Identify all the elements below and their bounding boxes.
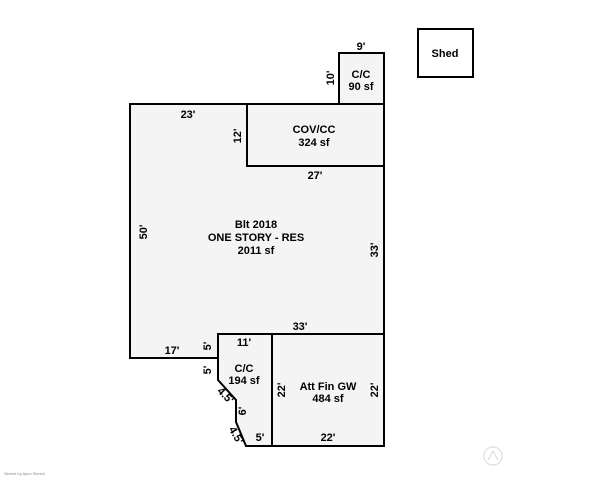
dim-cc-bottom-left-lower: 5' [202, 365, 214, 374]
bottom-cc-label-name: C/C [235, 363, 254, 375]
cov-room-label-name: COV/CC [293, 124, 336, 136]
main-room-label-type: ONE STORY - RES [208, 232, 304, 244]
dim-cov-bottom: 27' [308, 170, 323, 182]
garage-label-name: Att Fin GW [300, 381, 357, 393]
covered-area-room [246, 103, 385, 167]
dim-garage-right: 22' [369, 382, 381, 397]
top-cc-room [338, 52, 385, 105]
dim-main-top: 23' [181, 109, 196, 121]
dim-cov-left: 12' [232, 128, 244, 143]
garage-room [271, 333, 385, 447]
dim-main-bottom-right: 33' [293, 321, 308, 333]
main-room-label-area: 2011 sf [238, 245, 275, 257]
dim-cc-bottom-top: 11' [237, 337, 252, 349]
dim-cc-bottom-inner: 6' [237, 406, 249, 415]
top-cc-label-name: C/C [352, 69, 371, 81]
dim-cc-top-width: 9' [357, 41, 366, 53]
dim-cc-bottom-base: 5' [256, 432, 265, 444]
dim-cc-bottom-left-upper: 5' [202, 341, 214, 350]
top-cc-label-area: 90 sf [348, 81, 373, 93]
dim-main-right: 33' [369, 242, 381, 257]
sketch-credit: Sketch by Apex Sketch [4, 471, 45, 476]
main-room-label-year: Blt 2018 [235, 219, 277, 231]
dim-garage-bottom: 22' [321, 432, 336, 444]
shed-label: Shed [432, 48, 459, 60]
watermark-logo-icon [483, 446, 503, 466]
cov-room-label-area: 324 sf [298, 137, 330, 149]
shed-room [417, 28, 474, 78]
dim-cc-top-height: 10' [325, 70, 337, 85]
dim-garage-left: 22' [276, 382, 288, 397]
dim-main-bottom-left: 17' [165, 345, 180, 357]
garage-label-area: 484 sf [312, 393, 344, 405]
bottom-cc-label-area: 194 sf [228, 375, 260, 387]
dim-main-left: 50' [138, 224, 150, 239]
